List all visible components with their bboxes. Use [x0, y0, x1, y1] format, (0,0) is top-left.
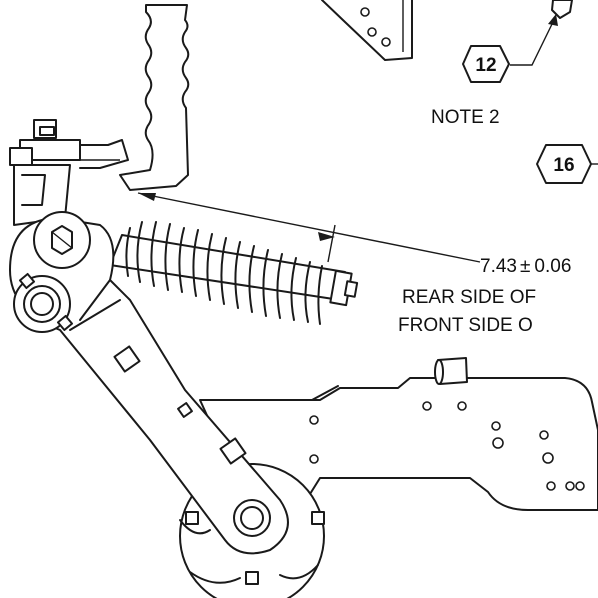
main-plate	[199, 357, 598, 511]
dimension-note-line-2: FRONT SIDE O	[398, 315, 533, 336]
dimension-value: 7.43	[480, 256, 517, 277]
balloon-16-number: 16	[553, 155, 574, 176]
upper-pivot-bolt	[33, 211, 91, 269]
note-2-label: NOTE 2	[431, 107, 500, 128]
dimension-value-row: 7.43±0.06	[480, 256, 571, 277]
balloon-12: 12	[462, 45, 510, 83]
lower-pivot	[233, 499, 271, 537]
dimension-tolerance: 0.06	[534, 256, 571, 277]
cylinder-boss	[434, 357, 468, 385]
balloon-12-leader	[510, 19, 555, 66]
dimension-tolerance-symbol: ±	[520, 256, 530, 277]
vertical-handle	[119, 4, 190, 191]
top-bracket-plate	[321, 0, 413, 61]
dimension-note-line-1: REAR SIDE OF	[402, 287, 536, 308]
bolt-head-top-right	[548, 0, 573, 26]
spring-dimension-line	[137, 192, 481, 263]
coil-spring	[109, 221, 359, 325]
balloon-12-number: 12	[475, 55, 496, 76]
balloon-16: 16	[536, 144, 598, 184]
middle-pivot	[13, 272, 74, 333]
mounting-block	[9, 119, 129, 226]
